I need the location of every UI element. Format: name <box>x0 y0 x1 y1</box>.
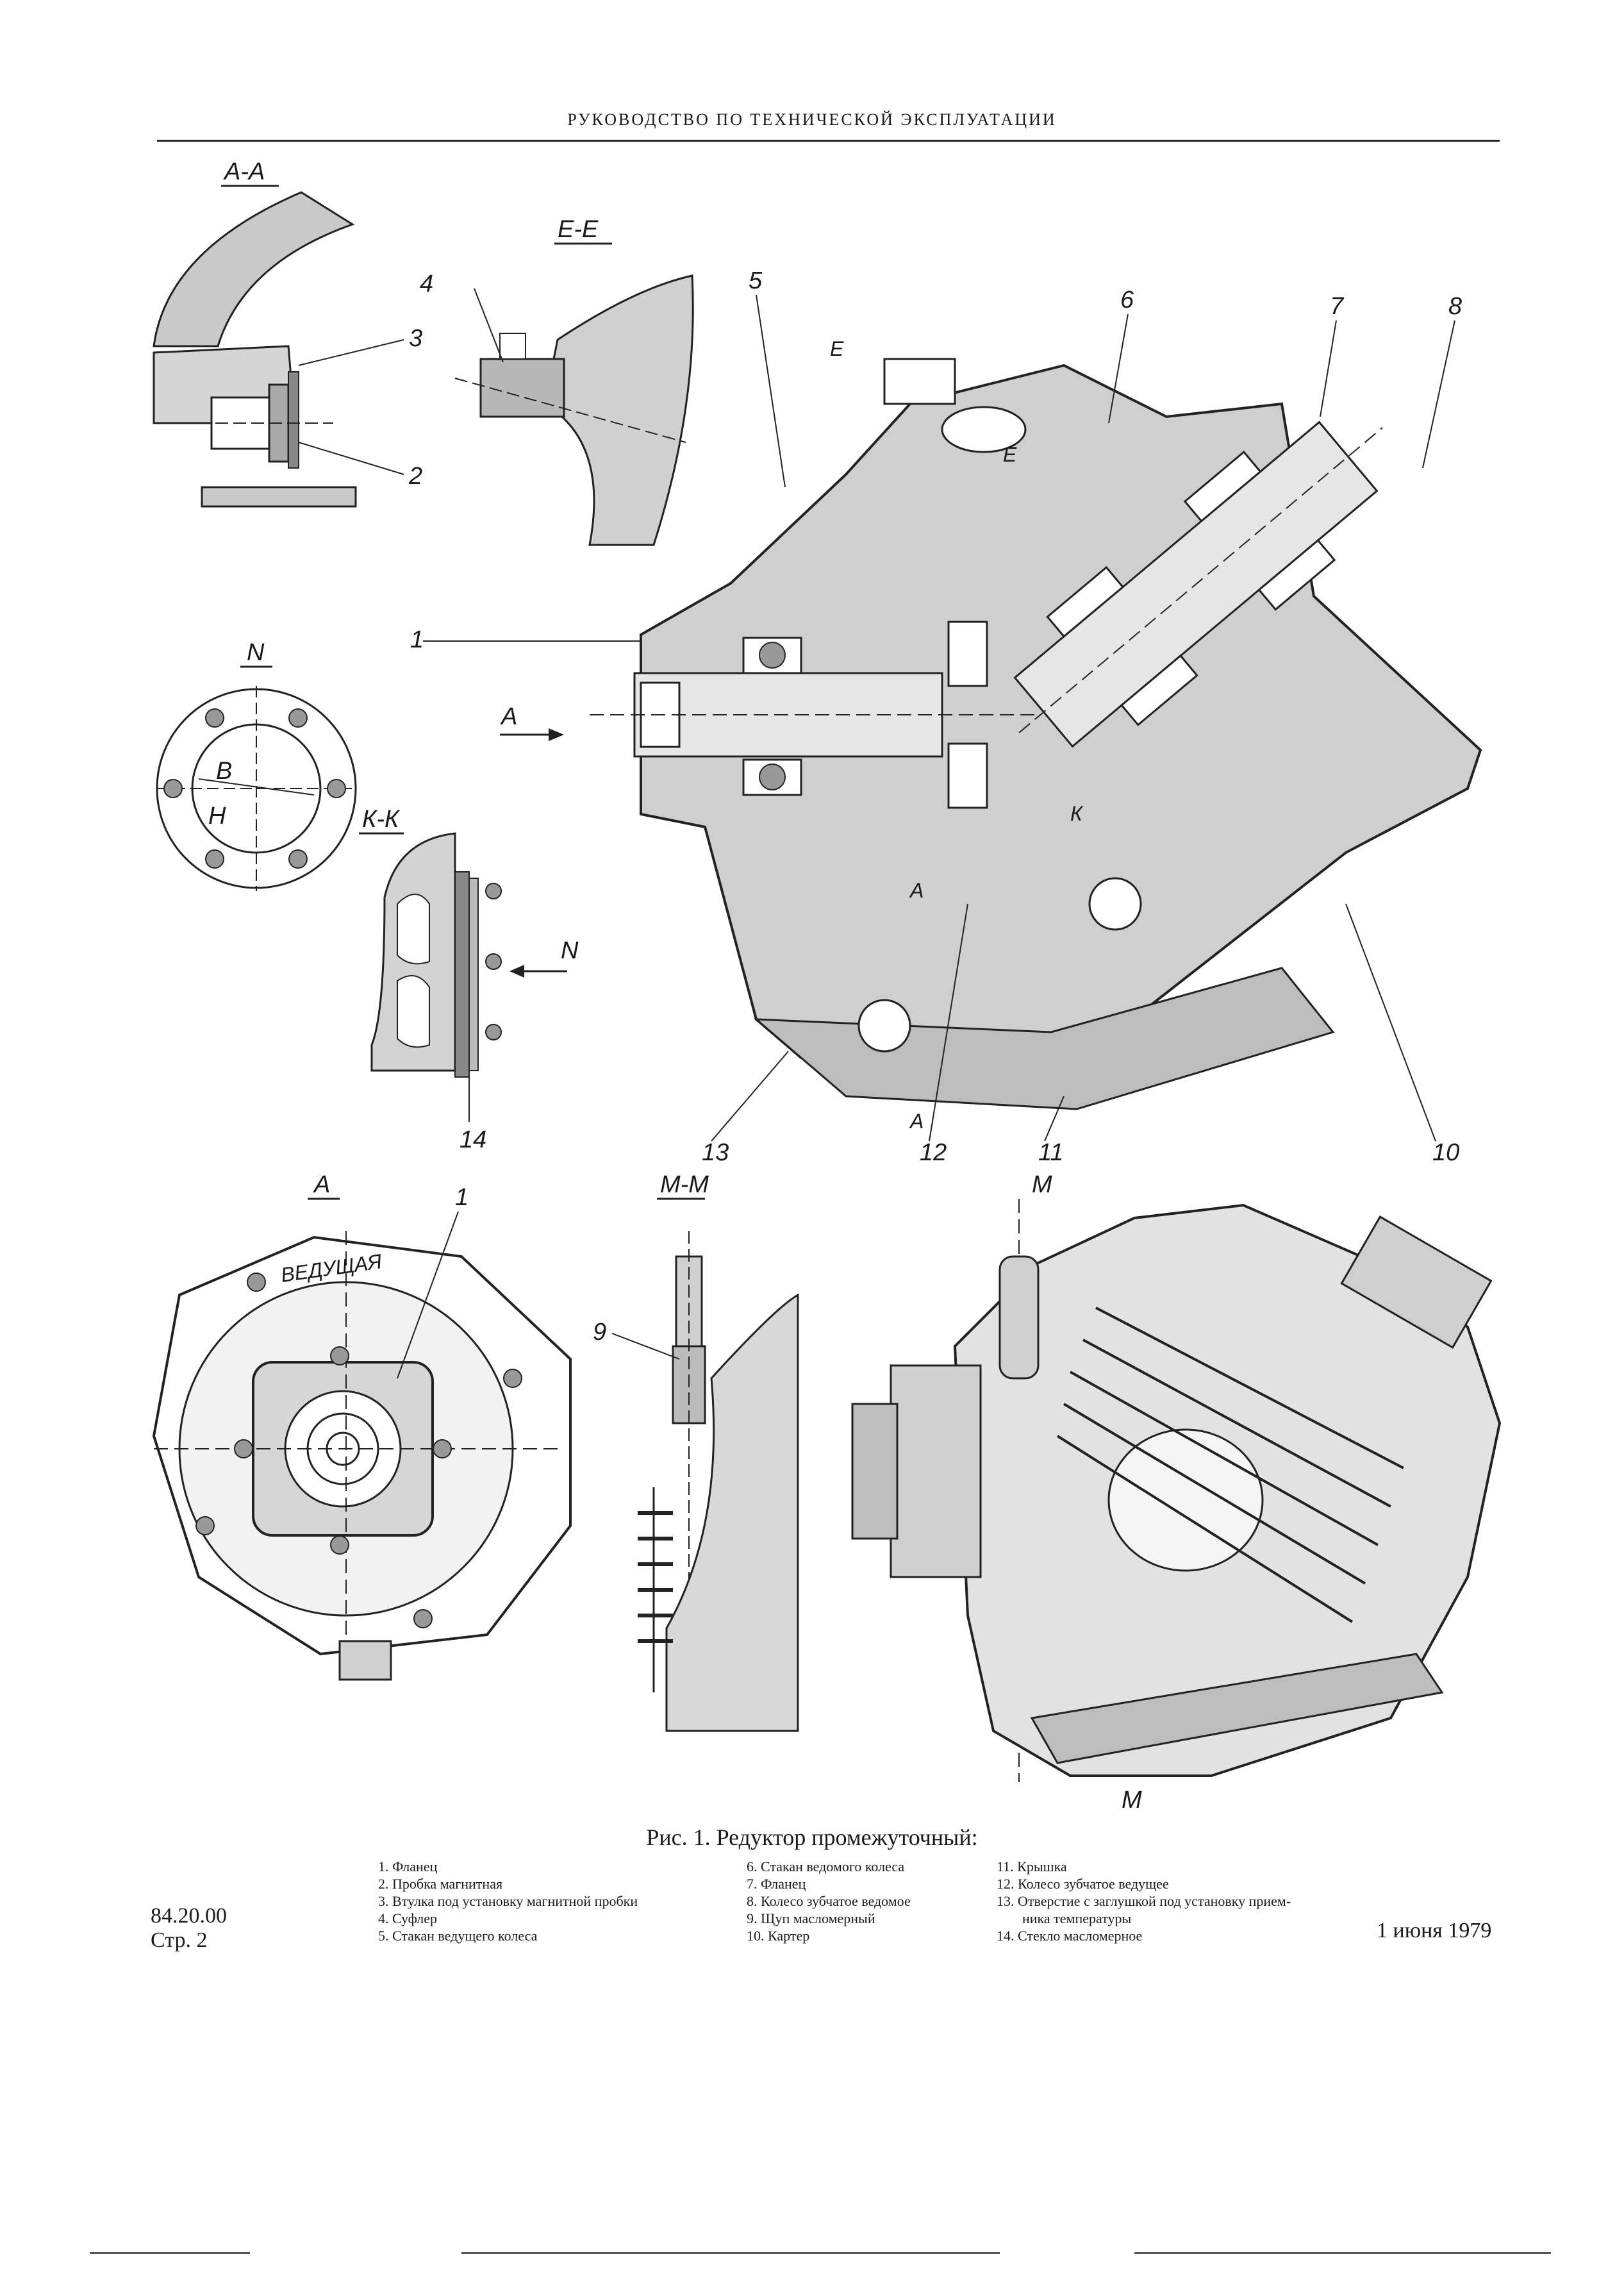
scan-artifact-line <box>1134 2252 1551 2254</box>
marker-a-upper: А <box>909 879 924 902</box>
legend-item: 4. Суфлер <box>378 1910 438 1926</box>
marker-a-lower: А <box>909 1110 924 1133</box>
callout-5: 5 <box>749 267 763 294</box>
view-label-aa: А-А <box>223 158 265 185</box>
callout-13: 13 <box>702 1139 729 1166</box>
legend-item: 12. Колесо зубчатое ведущее <box>997 1876 1169 1892</box>
external-view-drawing: М М <box>851 1171 1502 1814</box>
view-label-a: А <box>313 1171 330 1198</box>
legend-item: 14. Стекло масломерное <box>997 1928 1143 1944</box>
legend-item: 8. Колесо зубчатое ведомое <box>747 1893 911 1909</box>
callout-11: 11 <box>1038 1139 1063 1166</box>
legend-column-3: 11. Крышка 12. Колесо зубчатое ведущее 1… <box>997 1858 1291 1944</box>
section-kk-drawing: К-К N 14 <box>359 806 579 1153</box>
document-date: 1 июня 1979 <box>1377 1919 1492 1942</box>
scan-artifact-line <box>90 2252 250 2254</box>
callout-2: 2 <box>408 463 422 490</box>
section-aa-drawing: А-А 3 2 <box>153 158 422 508</box>
callout-1-main: 1 <box>410 626 424 653</box>
legend-column-1: 1. Фланец 2. Пробка магнитная 3. Втулка … <box>378 1858 638 1944</box>
section-mm-drawing: М-М 9 <box>593 1171 799 1732</box>
marker-e-top: Е <box>830 337 844 360</box>
callout-7: 7 <box>1330 293 1345 320</box>
legend-item: 9. Щуп масломерный <box>747 1910 875 1926</box>
section-ee-drawing: Е-Е 4 <box>420 216 694 546</box>
document-number: 84.20.00 <box>151 1904 227 1928</box>
callout-1-view-a: 1 <box>455 1184 468 1211</box>
marker-m-top: М <box>1032 1171 1052 1198</box>
callout-6: 6 <box>1120 287 1134 313</box>
marker-k: К <box>1070 802 1084 825</box>
callout-4: 4 <box>420 271 433 297</box>
callout-8: 8 <box>1448 293 1462 320</box>
view-label-mm: М-М <box>660 1171 709 1198</box>
legend-column-2: 6. Стакан ведомого колеса 7. Фланец 8. К… <box>747 1858 911 1944</box>
legend-item: 5. Стакан ведущего колеса <box>378 1928 538 1944</box>
marker-arrow-n: N <box>561 937 579 964</box>
document-header: РУКОВОДСТВО ПО ТЕХНИЧЕСКОЙ ЭКСПЛУАТАЦИИ <box>567 110 1057 129</box>
callout-14: 14 <box>460 1126 486 1153</box>
marker-arrow-a: А <box>500 703 517 730</box>
legend-item: 3. Втулка под установку магнитной пробки <box>378 1893 638 1909</box>
view-label-n: N <box>247 639 265 666</box>
view-label-kk: К-К <box>362 806 401 833</box>
legend-item: 13. Отверстие с заглушкой под установку … <box>997 1893 1291 1909</box>
legend-item: ника температуры <box>1022 1910 1132 1926</box>
marker-e-bottom: Е <box>1003 443 1017 466</box>
legend-item: 7. Фланец <box>747 1876 806 1892</box>
main-section-drawing: А 1 Е Е К А А 5 6 7 8 10 11 12 13 <box>410 267 1482 1166</box>
document-code: 84.20.00 Стр. 2 <box>151 1904 227 1953</box>
scan-artifact-line <box>461 2252 1000 2254</box>
legend-item: 6. Стакан ведомого колеса <box>747 1858 905 1874</box>
view-a-drawing: А ВЕДУЩАЯ 1 <box>152 1171 572 1681</box>
figure-caption: Рис. 1. Редуктор промежуточный: <box>646 1824 978 1850</box>
legend-item: 2. Пробка магнитная <box>378 1876 503 1892</box>
legend-item: 11. Крышка <box>997 1858 1067 1874</box>
legend-item: 10. Картер <box>747 1928 810 1944</box>
view-n-drawing: N В Н <box>156 639 357 891</box>
marker-b: В <box>216 758 232 785</box>
view-label-ee: Е-Е <box>558 216 599 243</box>
callout-10: 10 <box>1432 1139 1459 1166</box>
marker-h: Н <box>208 803 226 830</box>
header-rule <box>157 140 1500 142</box>
callout-3: 3 <box>409 325 422 352</box>
marker-m-bottom: М <box>1122 1787 1142 1814</box>
callout-12: 12 <box>920 1139 947 1166</box>
page-number: Стр. 2 <box>151 1928 208 1952</box>
callout-9: 9 <box>593 1319 606 1346</box>
legend-item: 1. Фланец <box>378 1858 438 1874</box>
